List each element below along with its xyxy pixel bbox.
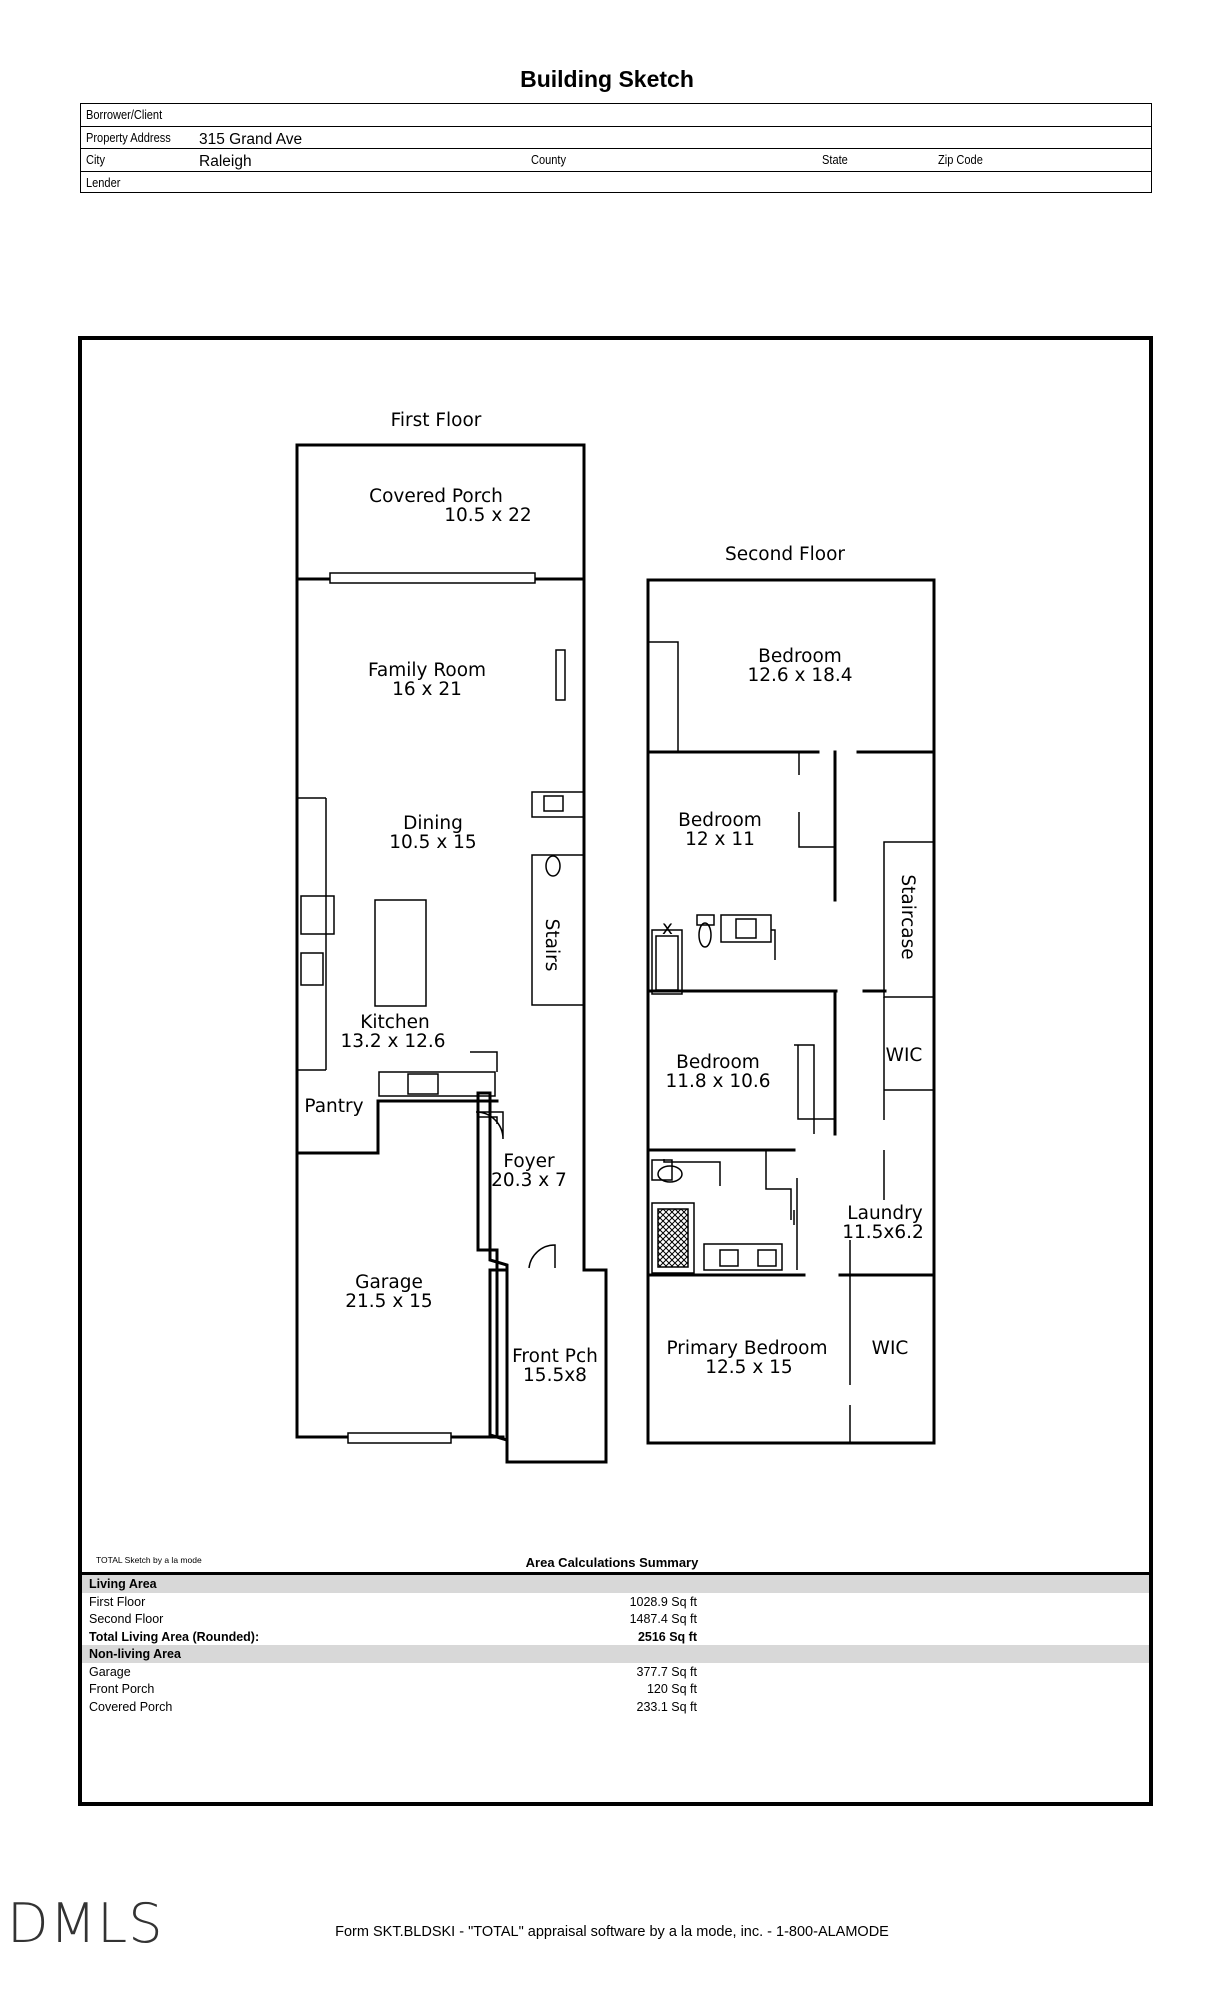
room-name-kitchen: Kitchen	[360, 1012, 430, 1033]
room-name-wic-1: WIC	[886, 1045, 923, 1066]
sketch-credit: TOTAL Sketch by a la mode	[96, 1555, 202, 1565]
room-dims-foyer: 20.3 x 7	[491, 1170, 567, 1191]
summary-row-value: 1028.9 Sq ft	[629, 1594, 697, 1609]
borrower-label: Borrower/Client	[86, 107, 163, 122]
summary-row-label: Second Floor	[89, 1612, 164, 1626]
room-name-stairs: Stairs	[541, 919, 562, 972]
nonliving-area-heading: Non-living Area	[82, 1645, 1149, 1663]
room-dims-primary-bedroom: 12.5 x 15	[705, 1357, 792, 1378]
room-name-foyer: Foyer	[503, 1151, 555, 1172]
summary-row: First Floor 1028.9 Sq ft	[82, 1593, 1149, 1611]
dmls-logo: DMLS	[7, 1892, 164, 1955]
room-name-covered-porch: Covered Porch	[369, 486, 503, 507]
room-dims-family-room: 16 x 21	[392, 679, 462, 700]
living-area-heading: Living Area	[82, 1575, 1149, 1593]
room-name-primary-bedroom: Primary Bedroom	[666, 1338, 827, 1359]
nonliving-heading-text: Non-living Area	[89, 1647, 181, 1661]
borrower-row: Borrower/Client	[81, 104, 1151, 127]
room-dims-kitchen: 13.2 x 12.6	[340, 1031, 445, 1052]
room-name-front-pch: Front Pch	[512, 1346, 598, 1367]
total-living-label: Total Living Area (Rounded):	[89, 1629, 260, 1644]
summary-row: Front Porch 120 Sq ft	[82, 1680, 1149, 1698]
property-value: 315 Grand Ave	[199, 130, 303, 148]
first-floor-title: First Floor	[391, 410, 482, 431]
room-dims-laundry: 11.5x6.2	[842, 1222, 924, 1243]
room-dims-garage: 21.5 x 15	[345, 1291, 432, 1312]
x-mark-label: x	[662, 918, 673, 939]
room-name-garage: Garage	[355, 1272, 423, 1293]
room-dims-dining: 10.5 x 15	[389, 832, 476, 853]
form-footer: Form SKT.BLDSKI - "TOTAL" appraisal soft…	[335, 1924, 889, 1940]
sketch-frame	[78, 336, 1153, 1806]
room-name-dining: Dining	[403, 813, 463, 834]
room-name-bedroom-1: Bedroom	[758, 646, 842, 667]
room-name-wic-2: WIC	[872, 1338, 909, 1359]
summary-row: Garage 377.7 Sq ft	[82, 1663, 1149, 1681]
summary-title: Area Calculations Summary	[525, 1555, 699, 1570]
room-name-pantry: Pantry	[304, 1096, 363, 1117]
city-label: City	[86, 152, 106, 167]
room-dims-covered-porch: 10.5 x 22	[444, 505, 531, 526]
lender-row: Lender	[81, 172, 1151, 195]
second-floor-title: Second Floor	[725, 544, 845, 565]
room-dims-bedroom-3: 11.8 x 10.6	[665, 1071, 770, 1092]
summary-row-label: Front Porch	[89, 1682, 155, 1696]
room-dims-front-pch: 15.5x8	[523, 1365, 587, 1386]
room-name-family-room: Family Room	[368, 660, 486, 681]
summary-row: Second Floor 1487.4 Sq ft	[82, 1610, 1149, 1628]
room-dims-bedroom-2: 12 x 11	[685, 829, 755, 850]
area-summary-table: Living Area First Floor 1028.9 Sq ft Sec…	[82, 1572, 1149, 1715]
property-label: Property Address	[86, 129, 171, 145]
city-value: Raleigh	[199, 153, 252, 170]
room-name-staircase: Staircase	[897, 874, 918, 959]
room-dims-bedroom-1: 12.6 x 18.4	[747, 665, 852, 686]
summary-row-value: 377.7 Sq ft	[636, 1664, 697, 1679]
summary-row-label: Garage	[89, 1664, 131, 1679]
room-name-laundry: Laundry	[847, 1203, 922, 1224]
total-living-value: 2516 Sq ft	[637, 1629, 697, 1644]
page-title: Building Sketch	[520, 66, 694, 92]
room-name-bedroom-3: Bedroom	[676, 1052, 760, 1073]
summary-row-label: Covered Porch	[89, 1699, 173, 1714]
total-living-row: Total Living Area (Rounded): 2516 Sq ft	[82, 1628, 1149, 1646]
lender-label: Lender	[86, 174, 121, 190]
summary-row: Covered Porch 233.1 Sq ft	[82, 1698, 1149, 1716]
zip-label: Zip Code	[938, 152, 983, 167]
summary-row-value: 1487.4 Sq ft	[629, 1612, 697, 1626]
room-name-bedroom-2: Bedroom	[678, 810, 762, 831]
county-label: County	[531, 152, 567, 167]
summary-row-value: 120 Sq ft	[646, 1682, 697, 1696]
state-label: State	[822, 152, 848, 167]
living-heading-text: Living Area	[89, 1577, 157, 1591]
summary-row-value: 233.1 Sq ft	[636, 1699, 697, 1714]
city-row: City Raleigh County State Zip Code	[81, 149, 1151, 172]
property-row: Property Address 315 Grand Ave	[81, 127, 1151, 149]
property-header-table: Borrower/Client Property Address 315 Gra…	[80, 103, 1152, 193]
summary-row-label: First Floor	[89, 1594, 146, 1609]
